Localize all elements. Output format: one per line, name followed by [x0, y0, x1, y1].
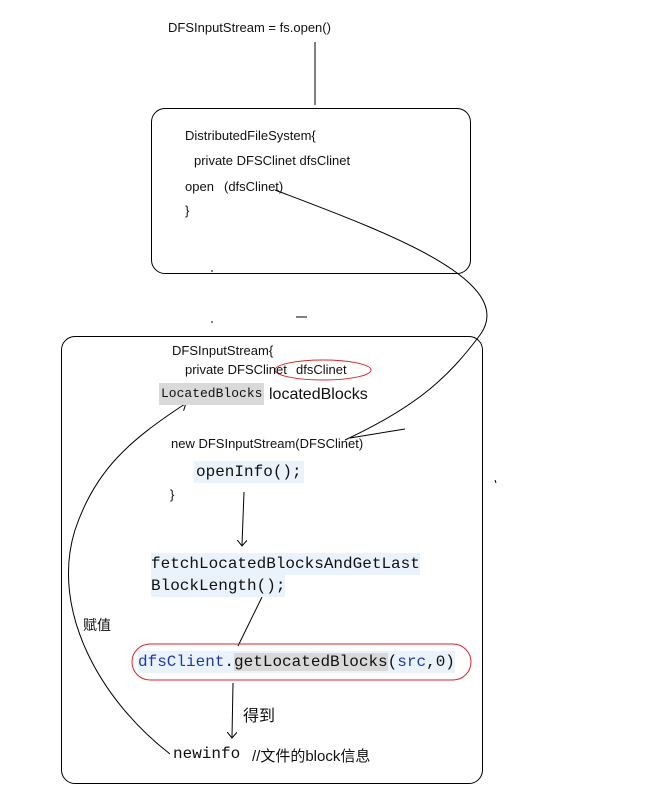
dfsclinet-highlight-ellipse [274, 359, 372, 381]
top-call-text: DFSInputStream = fs.open() [168, 20, 331, 35]
locatedblocks-field-name: locatedBlocks [269, 386, 368, 403]
box2-field-prefix: private DFSClinet [185, 362, 287, 377]
get-to-newinfo-arrow [232, 682, 233, 737]
fetch-call-line1: fetchLocatedBlocksAndGetLast [151, 553, 420, 575]
getlocatedblocks-arg-src: src [397, 653, 427, 671]
dfsinputstream-box [61, 336, 483, 784]
locatedblocks-type: LocatedBlocks [159, 383, 265, 405]
distributedfilesystem-box [151, 108, 471, 274]
stray-mark-3 [494, 479, 497, 484]
getlocatedblocks-paren-close: ) [445, 653, 455, 671]
getlocatedblocks-paren-open: ( [387, 653, 398, 671]
box1-open-arg: (dfsClinet) [224, 179, 284, 194]
ctor-tick-line [349, 428, 406, 439]
newinfo-variable: newinfo [173, 745, 241, 763]
dfsclinet-pass-curve [274, 189, 488, 441]
constructor-line: new DFSInputStream(DFSClinet) [171, 436, 364, 451]
box1-class-line: DistributedFileSystem{ [185, 128, 316, 143]
box1-close-brace: } [185, 203, 190, 218]
fetch-to-get-arrow [237, 596, 263, 647]
getlocatedblocks-comma: , [426, 653, 436, 671]
getlocatedblocks-object: dfsClient [138, 653, 225, 671]
getlocatedblocks-highlight-ring [131, 643, 472, 681]
getlocatedblocks-call: dfsClient.getLocatedBlocks(src,0) [138, 651, 455, 673]
box2-class-line: DFSInputStream{ [172, 343, 274, 358]
get-label: 得到 [243, 708, 276, 725]
box2-field-dfsclinet: dfsClinet [296, 362, 347, 377]
getlocatedblocks-dot: . [224, 653, 235, 671]
fetch-call-line2: BlockLength(); [151, 575, 286, 597]
openinfo-to-fetch-arrow [242, 491, 244, 545]
box1-open-method: open [185, 179, 214, 194]
box2-close-brace: } [170, 487, 175, 502]
assign-label: 赋值 [83, 617, 111, 633]
getlocatedblocks-arg-zero: 0 [435, 653, 446, 671]
newinfo-comment: //文件的block信息 [252, 748, 371, 765]
getlocatedblocks-method: getLocatedBlocks [234, 653, 388, 671]
box1-field-line: private DFSClinet dfsClinet [194, 153, 351, 168]
assign-curve [67, 404, 185, 755]
openinfo-call: openInfo(); [194, 461, 304, 483]
